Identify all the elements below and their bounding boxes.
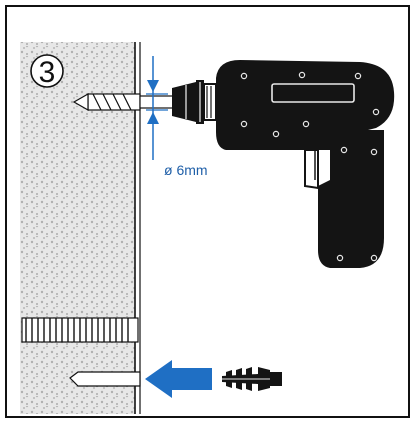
empty-drilled-hole [69,371,141,387]
step-badge: 3 [30,54,64,89]
wall-plug-icon [222,367,282,391]
dimension-label: ø 6mm [164,162,208,178]
step-number: 3 [39,56,56,89]
dimension-markers [146,56,168,160]
arrow-left-icon [145,360,212,398]
drill-icon [172,60,395,268]
inserted-wall-plug [21,317,139,343]
drill-bit [72,92,177,112]
